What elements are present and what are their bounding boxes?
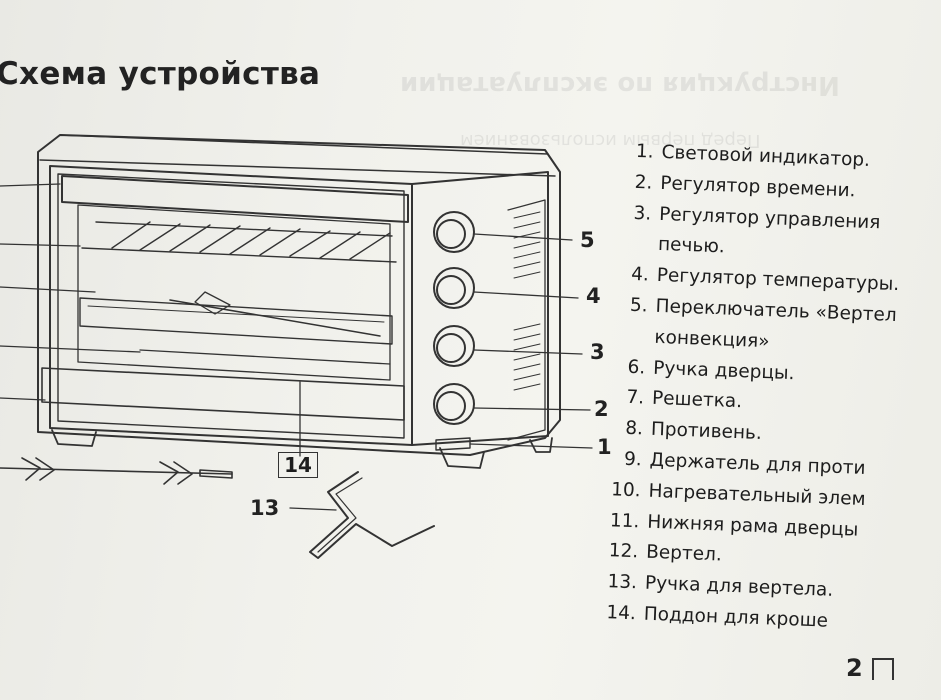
legend-item-number: 6. [627,356,646,379]
rotisserie-handle [309,471,435,559]
rotisserie-spit [0,457,233,485]
legend-item-text: Решетка. [651,388,743,413]
page-corner-mark [872,658,894,680]
baking-tray [79,297,393,345]
legend-item-number: 5. [629,294,649,317]
legend-item-number: 13. [607,571,638,594]
callout-13: 13 [250,496,280,520]
legend-item-number: 2. [634,171,653,194]
legend-item-number: 4. [630,264,650,286]
oven-rack [81,221,397,263]
control-panel [411,171,549,446]
oven-body [37,134,561,456]
legend-item-text: Вертел. [645,541,723,566]
legend-item-number: 10. [610,478,641,502]
legend-item-number: 8. [624,417,644,440]
legend-item-number: 9. [623,448,643,471]
callout-2: 2 [594,397,609,421]
legend-item-number: 1. [635,140,654,163]
door-handle [61,175,409,223]
page-title: Схема устройства [0,56,321,92]
legend-item-text: конвекция» [654,326,770,352]
indicator-light [435,437,471,451]
door-bottom-frame [41,367,405,421]
callout-14: 14 [278,452,318,478]
legend-item-number: 7. [626,387,645,409]
time-knob [433,383,475,425]
page-number: 2 [846,654,863,682]
legend-item-number: 3. [633,202,652,225]
legend-item-number: 12. [608,540,639,563]
legend-item-number: 11. [609,509,640,532]
legend-item-text: Противень. [650,418,763,445]
timer-knob [433,211,475,253]
callout-5: 5 [580,228,595,252]
callout-1: 1 [597,435,612,459]
mode-knob [433,267,475,309]
function-knob [433,325,475,367]
legend-item-number: 14. [606,602,637,625]
callout-3: 3 [590,340,605,364]
legend-item-text: печью. [657,234,726,258]
callout-4: 4 [586,284,601,308]
oven-door [49,165,413,446]
